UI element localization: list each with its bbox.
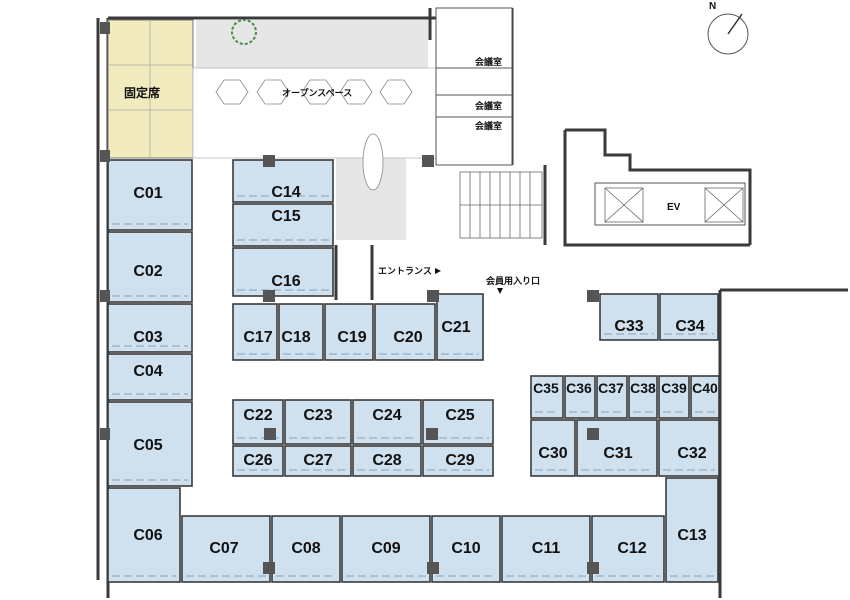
room-label-c15: C15 bbox=[271, 208, 300, 225]
room-label-c28: C28 bbox=[372, 452, 401, 469]
plant-icon bbox=[231, 19, 257, 45]
room-c30 bbox=[530, 419, 576, 477]
room-c34 bbox=[659, 293, 719, 341]
north-label: N bbox=[709, 1, 716, 12]
room-label-c07: C07 bbox=[209, 540, 238, 557]
room-c16 bbox=[232, 247, 334, 297]
room-label-c14: C14 bbox=[271, 184, 300, 201]
room-label-c38: C38 bbox=[630, 380, 656, 396]
room-c03 bbox=[107, 303, 193, 353]
compass: N bbox=[707, 1, 749, 55]
room-label-c04: C04 bbox=[133, 363, 162, 380]
stairs bbox=[459, 171, 543, 239]
room-label-c02: C02 bbox=[133, 263, 162, 280]
elevator-label: EV bbox=[667, 202, 681, 213]
room-c12 bbox=[591, 515, 665, 583]
room-c19 bbox=[324, 303, 374, 361]
room-label-c35: C35 bbox=[533, 380, 559, 396]
room-label-c40: C40 bbox=[692, 380, 718, 396]
room-label-c27: C27 bbox=[303, 452, 332, 469]
room-c15 bbox=[232, 203, 334, 247]
room-label-c08: C08 bbox=[291, 540, 320, 557]
room-label-c39: C39 bbox=[661, 380, 687, 396]
room-label-c01: C01 bbox=[133, 185, 162, 202]
room-label-c19: C19 bbox=[337, 329, 366, 346]
fixed-seat-area: 固定席 bbox=[107, 19, 194, 159]
room-label-c12: C12 bbox=[617, 540, 646, 557]
room-c38 bbox=[628, 375, 658, 419]
entrance-label: エントランス bbox=[378, 266, 432, 277]
room-label-c24: C24 bbox=[372, 407, 401, 424]
room-label-c23: C23 bbox=[303, 407, 332, 424]
room-c32 bbox=[658, 419, 720, 477]
room-c40 bbox=[690, 375, 720, 419]
pillars bbox=[100, 22, 599, 574]
entrance-area: エントランス 会員用入り口 bbox=[334, 245, 540, 300]
room-c21 bbox=[436, 293, 484, 361]
room-c23 bbox=[284, 399, 352, 445]
room-label-c32: C32 bbox=[677, 445, 706, 462]
room-c28 bbox=[352, 445, 422, 477]
room-c20 bbox=[374, 303, 436, 361]
fixed-seats-label: 固定席 bbox=[124, 85, 160, 100]
elevator-block: EV bbox=[594, 182, 746, 226]
room-c29 bbox=[422, 445, 494, 477]
room-label-c37: C37 bbox=[598, 380, 624, 396]
room-c01 bbox=[107, 159, 193, 231]
room-c37 bbox=[596, 375, 628, 419]
room-c10 bbox=[431, 515, 501, 583]
room-c35 bbox=[530, 375, 564, 419]
room-label-c18: C18 bbox=[281, 329, 310, 346]
room-c24 bbox=[352, 399, 422, 445]
room-c06 bbox=[107, 487, 181, 583]
room-label-c22: C22 bbox=[243, 407, 272, 424]
room-c18 bbox=[278, 303, 324, 361]
room-label-c09: C09 bbox=[371, 540, 400, 557]
room-label-c03: C03 bbox=[133, 329, 162, 346]
room-label-c26: C26 bbox=[243, 452, 272, 469]
room-label-c05: C05 bbox=[133, 437, 162, 454]
room-c33 bbox=[599, 293, 659, 341]
room-c27 bbox=[284, 445, 352, 477]
room-c11 bbox=[501, 515, 591, 583]
room-label-c34: C34 bbox=[675, 318, 704, 335]
room-label-c21: C21 bbox=[441, 319, 470, 336]
open-space-label: オープンスペース bbox=[282, 87, 352, 99]
room-c05 bbox=[107, 401, 193, 487]
room-label-c31: C31 bbox=[603, 445, 632, 462]
room-label-c06: C06 bbox=[133, 527, 162, 544]
room-c14 bbox=[232, 159, 334, 203]
room-c17 bbox=[232, 303, 278, 361]
open-space-hex-tables bbox=[215, 79, 413, 191]
room-label-c30: C30 bbox=[538, 445, 567, 462]
meeting-rooms: 会議室 会議室 会議室 bbox=[435, 7, 513, 166]
room-c26 bbox=[232, 445, 284, 477]
meeting-room-label-2: 会議室 bbox=[475, 100, 502, 112]
open-space: オープンスペース bbox=[192, 19, 437, 240]
room-label-c11: C11 bbox=[532, 540, 561, 557]
room-c08 bbox=[271, 515, 341, 583]
room-c04 bbox=[107, 353, 193, 401]
room-c39 bbox=[658, 375, 690, 419]
room-c13 bbox=[665, 477, 719, 583]
room-c36 bbox=[564, 375, 596, 419]
member-entrance-label: 会員用入り口 bbox=[486, 275, 540, 287]
room-label-c29: C29 bbox=[445, 452, 474, 469]
room-c07 bbox=[181, 515, 271, 583]
room-label-c33: C33 bbox=[614, 318, 643, 335]
room-label-c16: C16 bbox=[271, 273, 300, 290]
room-label-c13: C13 bbox=[677, 527, 706, 544]
room-label-c10: C10 bbox=[451, 540, 480, 557]
room-c09 bbox=[341, 515, 431, 583]
room-label-c20: C20 bbox=[393, 329, 422, 346]
room-c02 bbox=[107, 231, 193, 303]
meeting-room-label-1: 会議室 bbox=[475, 56, 502, 68]
room-label-c17: C17 bbox=[243, 329, 272, 346]
room-label-c25: C25 bbox=[445, 407, 474, 424]
meeting-room-label-3: 会議室 bbox=[475, 120, 502, 132]
room-label-c36: C36 bbox=[566, 380, 592, 396]
